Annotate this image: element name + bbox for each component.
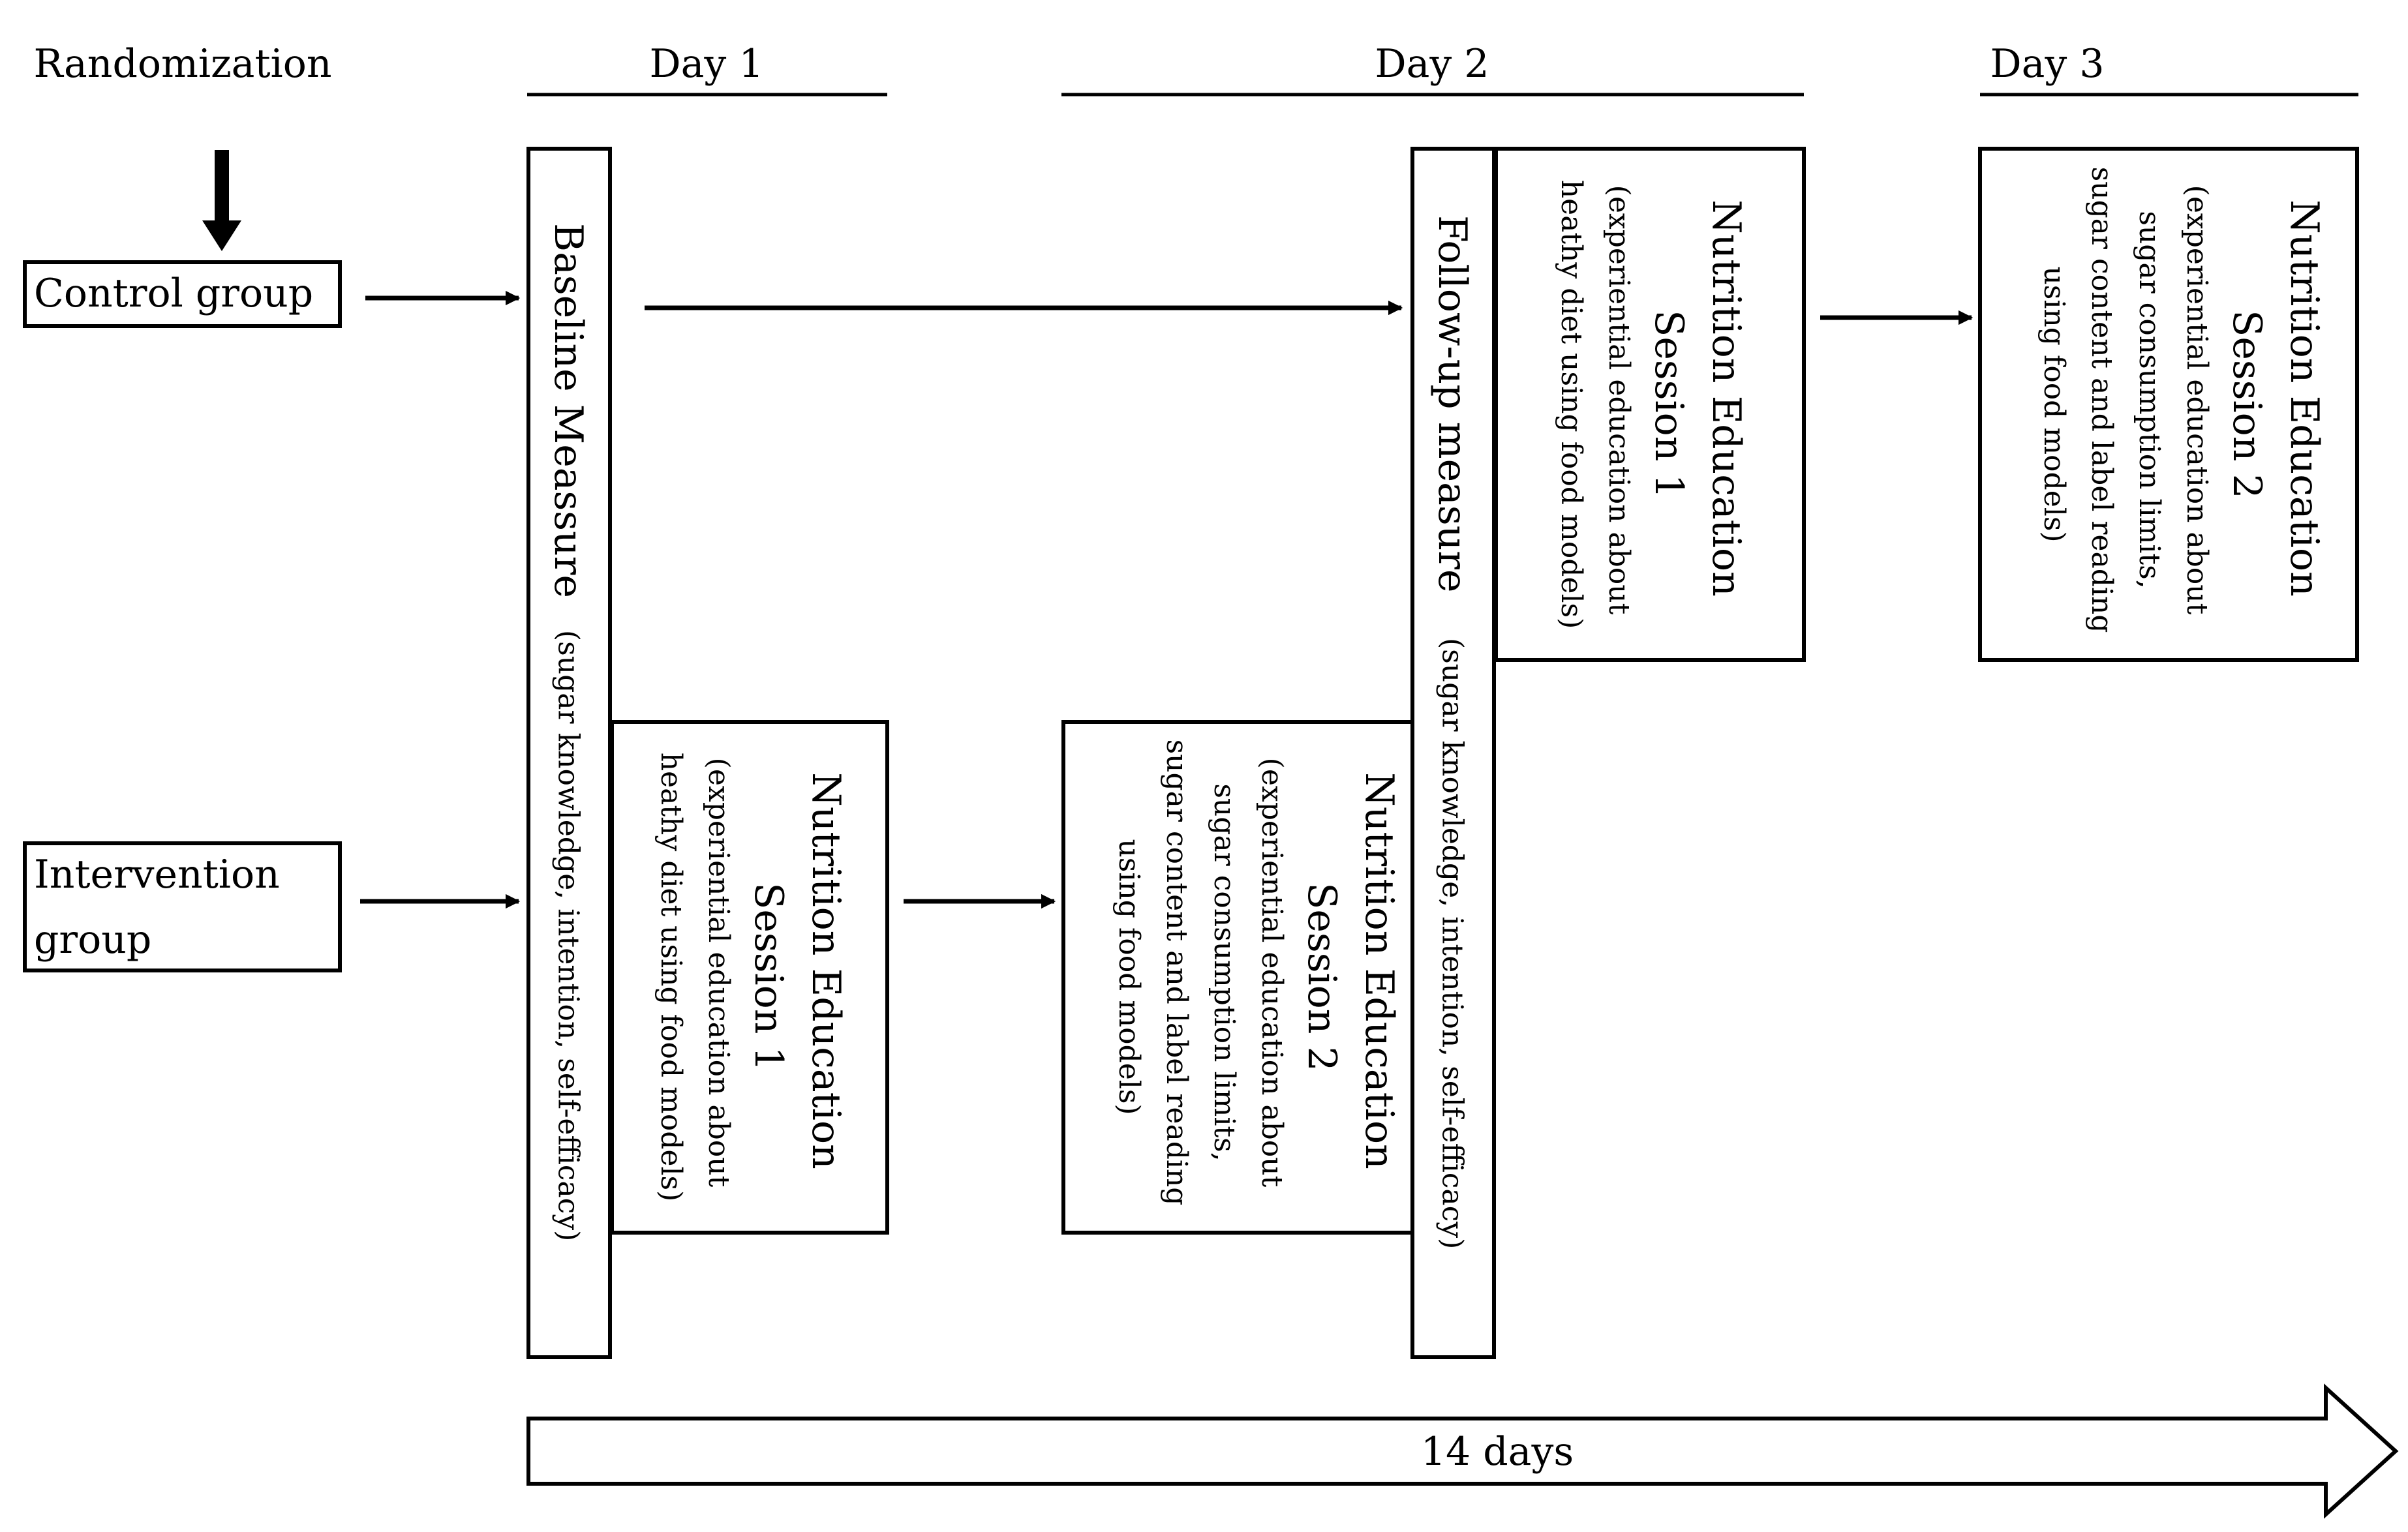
control-session1-title: Nutrition Education Session 1 bbox=[1646, 200, 1749, 609]
intervention-session2-title: Nutrition Education Session 2 bbox=[1299, 772, 1402, 1182]
intervention-group-box bbox=[23, 841, 342, 972]
intervention-group-label: Intervention group bbox=[34, 852, 292, 963]
intervention-session2-desc-line2: sugar consumption limits, bbox=[1208, 783, 1241, 1161]
randomization-arrow bbox=[202, 150, 241, 251]
intervention-session1-desc-line2: heathy diet using food models) bbox=[654, 753, 688, 1202]
intervention-group-line2: group bbox=[34, 917, 151, 963]
timeline-arrow bbox=[526, 1383, 2399, 1519]
day2-label: Day 2 bbox=[1375, 41, 1489, 87]
control-session2-title: Nutrition Education Session 2 bbox=[2224, 200, 2327, 609]
control-session1-title-line1: Nutrition Education bbox=[1703, 200, 1749, 597]
intervention-session2-title-line1: Nutrition Education bbox=[1356, 772, 1402, 1169]
followup-measure-box bbox=[1410, 147, 1496, 1359]
intervention-session1-title: Nutrition Education Session 1 bbox=[746, 772, 849, 1182]
control-session2-desc-line1: (experiential education about bbox=[2180, 185, 2214, 615]
intervention-session1-desc-line1: (experiential education about bbox=[702, 758, 735, 1188]
day1-label: Day 1 bbox=[649, 41, 763, 87]
baseline-measure-title: Baseline Meassure bbox=[545, 223, 591, 598]
baseline-measure-box bbox=[526, 147, 612, 1359]
baseline-measure-subtitle: (sugar knowledge, intention, self-effica… bbox=[552, 630, 585, 1241]
followup-measure-subtitle: (sugar knowledge, intention, self-effica… bbox=[1436, 638, 1469, 1249]
control-session2-title-line1: Nutrition Education bbox=[2281, 200, 2327, 597]
intervention-session2-box bbox=[1061, 720, 1414, 1235]
intervention-session1-title-line2: Session 1 bbox=[746, 882, 791, 1071]
intervention-session2-desc-line1: (experiential education about bbox=[1255, 758, 1288, 1188]
randomization-label: Randomization bbox=[33, 41, 331, 87]
intervention-session1-desc: (experiential education about heathy die… bbox=[654, 753, 735, 1202]
control-session2-title-line2: Session 2 bbox=[2224, 310, 2270, 498]
control-session1-title-line2: Session 1 bbox=[1646, 310, 1692, 498]
followup-measure-title: Follow-up measure bbox=[1429, 215, 1475, 593]
control-session1-desc-line1: (experiential education about bbox=[1602, 185, 1636, 615]
control-session1-desc: (experiential education about heathy die… bbox=[1555, 180, 1636, 629]
intervention-session2-desc: (experiential education about sugar cons… bbox=[1112, 740, 1288, 1215]
control-session2-desc-line4: using food models) bbox=[2037, 266, 2071, 542]
control-group-box bbox=[23, 260, 342, 328]
control-session2-box bbox=[1978, 147, 2359, 662]
day3-label: Day 3 bbox=[1990, 41, 2104, 87]
control-group-label: Control group bbox=[34, 271, 313, 316]
intervention-session1-box bbox=[610, 720, 889, 1235]
control-session1-desc-line2: heathy diet using food models) bbox=[1555, 180, 1588, 629]
control-session1-box bbox=[1494, 147, 1806, 662]
timeline-label: 14 days bbox=[1421, 1429, 1574, 1475]
control-session2-desc: (experiential education about sugar cons… bbox=[2037, 167, 2214, 642]
control-session2-desc-line2: sugar consumption limits, bbox=[2133, 211, 2166, 588]
intervention-session2-title-line2: Session 2 bbox=[1299, 882, 1345, 1071]
intervention-session2-desc-line4: using food models) bbox=[1112, 839, 1146, 1115]
intervention-session2-desc-line3: sugar content and label reading bbox=[1160, 740, 1193, 1206]
intervention-session1-title-line1: Nutrition Education bbox=[803, 772, 849, 1169]
intervention-group-line1: Intervention bbox=[34, 852, 280, 897]
control-session2-desc-line3: sugar content and label reading bbox=[2085, 167, 2118, 633]
